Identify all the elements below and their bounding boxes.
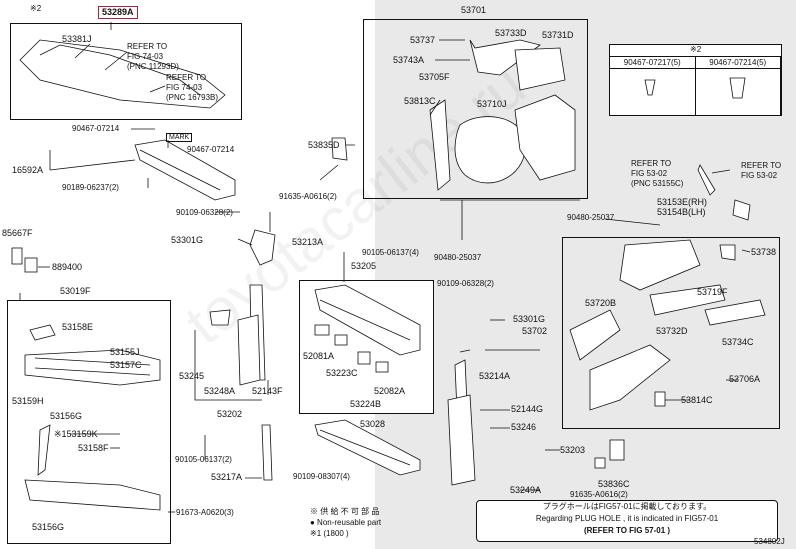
callout-53156G-2[interactable]: 53156G [32,522,65,532]
callout-53019F[interactable]: 53019F [60,286,91,296]
callout-53720B[interactable]: 53720B [585,298,617,308]
refer-1-pnc: (PNC 11293D) [127,62,179,71]
clip-table: 90467-07217(5) 90467-07214(5) [609,56,781,116]
legend-item-note1: ※1 (1800 ) [310,529,349,538]
callout-53702[interactable]: 53702 [522,326,548,336]
clip-table-cell-1 [609,68,696,116]
callout-90480-25037-b[interactable]: 90480-25037 [567,213,615,222]
callout-90467-07214-a[interactable]: 90467-07214 [72,124,120,133]
callout-53217A[interactable]: 53217A [211,472,243,482]
refer-2-pnc: (PNC 16793B) [166,93,219,102]
callout-53301G[interactable]: 53301G [171,235,204,245]
callout-53734C[interactable]: 53734C [722,337,754,347]
callout-91635-A0616-a[interactable]: 91635-A0616(2) [279,192,337,201]
callout-53813C[interactable]: 53813C [404,96,436,106]
callout-mark: MARK [166,133,193,142]
callout-90189-06237[interactable]: 90189-06237(2) [62,183,119,192]
callout-53158F[interactable]: 53158F [78,443,109,453]
clip-table-cell-2 [694,68,781,116]
refer-4: REFER TO [741,161,782,170]
callout-889400[interactable]: 889400 [52,262,83,272]
callout-90109-06328-b[interactable]: 90109-06328(2) [437,279,494,288]
callout-16592A[interactable]: 16592A [12,165,44,175]
callout-53159K[interactable]: ※153159K [54,429,98,439]
callout-90105-06137-a[interactable]: 90105-06137(2) [175,455,232,464]
callout-53706A[interactable]: 53706A [729,374,761,384]
callout-90467-07214-b[interactable]: 90467-07214 [187,145,235,154]
callout-53301G-2[interactable]: 53301G [513,314,546,324]
diagram-code: 534802J [754,537,785,546]
legend-item-not-supplied: ※ 供 給 不 可 部 品 [310,507,380,516]
callout-53203[interactable]: 53203 [560,445,586,455]
note-line-ref[interactable]: (REFER TO FIG 57-01 ) [583,526,671,535]
legend: ※ 供 給 不 可 部 品 ● Non-reusable part ※1 (18… [310,506,381,539]
frame-apron-set [562,237,780,429]
refer-4-fig[interactable]: FIG 53-02 [741,171,778,180]
callout-90480-25037-a[interactable]: 90480-25037 [434,253,482,262]
callout-53705F[interactable]: 53705F [419,72,450,82]
callout-91673-A0620[interactable]: 91673-A0620(3) [176,508,234,517]
refer-3-pnc: (PNC 53155C) [631,179,684,188]
callout-52081A[interactable]: 52081A [303,351,335,361]
callout-53213A[interactable]: 53213A [292,237,324,247]
callout-91635-A0616-b[interactable]: 91635-A0616(2) [570,490,628,499]
refer-3-fig[interactable]: FIG 53-02 [631,169,668,178]
refer-2: REFER TO [166,73,207,82]
callout-53156G[interactable]: 53156G [50,411,83,421]
callout-53719F[interactable]: 53719F [697,287,728,297]
callout-53814C[interactable]: 53814C [681,395,713,405]
callout-53738[interactable]: 53738 [751,247,777,257]
callout-note2: ※2 [30,4,42,13]
callout-53732D[interactable]: 53732D [656,326,688,336]
callout-85667F[interactable]: 85667F [2,228,33,238]
callout-53157C[interactable]: 53157C [110,360,142,370]
callout-53158E[interactable]: 53158E [62,322,94,332]
callout-53245[interactable]: 53245 [179,371,205,381]
note-line-jp: プラグホールはFIG57-01に掲載しております。 [542,502,712,511]
callout-53381J[interactable]: 53381J [62,34,92,44]
callout-53155J[interactable]: 53155J [110,347,140,357]
callout-90109-08307[interactable]: 90109-08307(4) [293,472,350,481]
callout-53289A[interactable]: 53289A [98,6,138,19]
callout-53248A[interactable]: 53248A [204,386,236,396]
callout-53731D[interactable]: 53731D [542,30,574,40]
callout-53701[interactable]: 53701 [461,5,487,15]
callout-90105-06137-b[interactable]: 90105-06137(4) [362,248,419,257]
callout-53246[interactable]: 53246 [511,422,537,432]
refer-1: REFER TO [127,42,168,51]
note-line-en: Regarding PLUG HOLE , it is indicated in… [535,514,719,523]
callout-53028[interactable]: 53028 [360,419,386,429]
callout-53154B[interactable]: 53154B(LH) [657,207,706,217]
refer-2-fig[interactable]: FIG 74-03 [166,83,203,92]
callout-53205[interactable]: 53205 [351,261,377,271]
callout-53737[interactable]: 53737 [410,35,436,45]
callout-52143F[interactable]: 52143F [252,386,283,396]
plug-hole-note: プラグホールはFIG57-01に掲載しております。 Regarding PLUG… [476,500,778,542]
callout-53223C[interactable]: 53223C [326,368,358,378]
frame-top-middle [363,19,588,199]
callout-53153E[interactable]: 53153E(RH) [657,197,708,207]
callout-52144G[interactable]: 52144G [511,404,544,414]
callout-53249A[interactable]: 53249A [510,485,542,495]
clip-table-header-1: 90467-07217(5) [609,56,696,69]
callout-53710J[interactable]: 53710J [477,99,507,109]
callout-53159H[interactable]: 53159H [12,396,44,406]
callout-53202[interactable]: 53202 [217,409,243,419]
legend-item-non-reusable: ● Non-reusable part [310,518,382,527]
callout-53224B[interactable]: 53224B [350,399,382,409]
callout-53743A[interactable]: 53743A [393,55,425,65]
callout-53836C[interactable]: 53836C [598,479,630,489]
callout-90109-06328-a[interactable]: 90109-06328(2) [176,208,233,217]
callout-53835D[interactable]: 53835D [308,140,340,150]
clip-table-title: ※2 [690,45,702,54]
callout-52082A[interactable]: 52082A [374,386,406,396]
clip-table-header-2: 90467-07214(5) [694,56,781,69]
refer-1-fig[interactable]: FIG 74-03 [127,52,164,61]
callout-53214A[interactable]: 53214A [479,371,511,381]
refer-3: REFER TO [631,159,672,168]
callout-53733D[interactable]: 53733D [495,28,527,38]
